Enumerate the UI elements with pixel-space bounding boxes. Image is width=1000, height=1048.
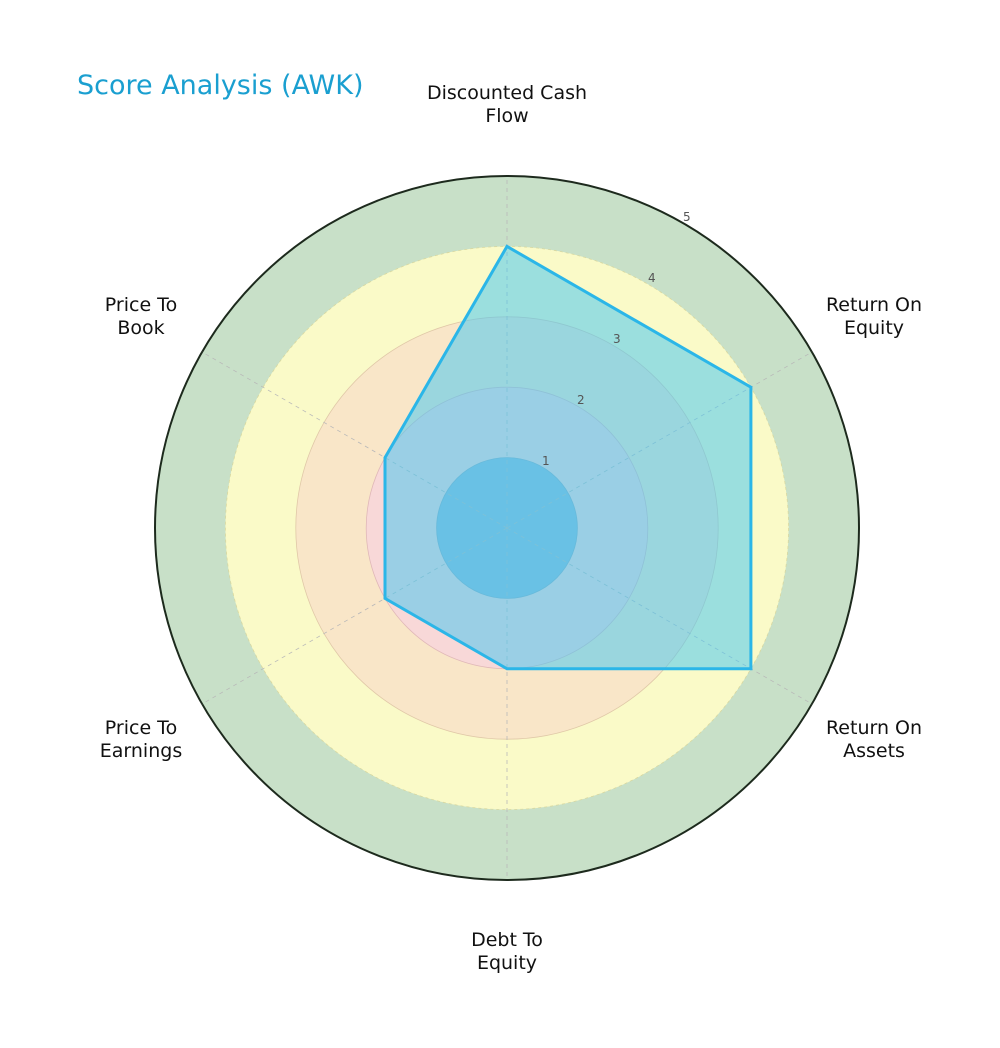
svg-text:2: 2 (577, 393, 585, 407)
svg-text:3: 3 (613, 332, 621, 346)
axis-label-de: Debt To Equity (471, 929, 543, 974)
axis-label-roa: Return On Assets (825, 717, 923, 762)
axis-label-roe: Return On Equity (825, 294, 923, 339)
axis-label-pe: Price To Earnings (99, 717, 183, 762)
axis-label-pb: Price To Book (104, 294, 178, 339)
chart-title: Score Analysis (AWK) (77, 70, 364, 101)
svg-text:1: 1 (542, 454, 550, 468)
svg-text:4: 4 (648, 271, 656, 285)
svg-text:5: 5 (683, 210, 691, 224)
axis-label-dcf: Discounted Cash Flow (426, 82, 588, 127)
score-polygon (383, 244, 753, 671)
radial-tick-labels: 1 2 3 4 5 (542, 210, 691, 468)
